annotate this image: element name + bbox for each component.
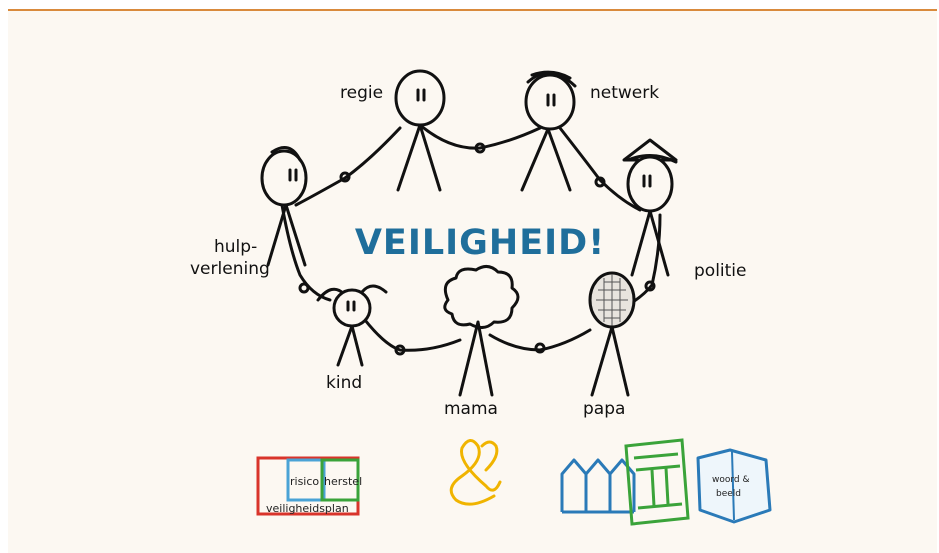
heart-ampersand-icon bbox=[449, 439, 502, 506]
plan-herstel-text: herstel bbox=[324, 475, 362, 488]
document-icon bbox=[624, 438, 690, 526]
plan-veiligheidsplan-text: veiligheidsplan bbox=[266, 502, 349, 515]
label-politie: politie bbox=[694, 261, 747, 281]
book-text-line1: woord & bbox=[712, 475, 750, 485]
figure-netwerk bbox=[520, 70, 577, 192]
label-hulp-line1: hulp- bbox=[214, 237, 257, 257]
figure-kind bbox=[316, 284, 388, 367]
veiligheidsplan-icon: risico herstel veiligheidsplan bbox=[256, 456, 362, 516]
figure-papa bbox=[588, 271, 636, 397]
plan-risico-text: risico bbox=[290, 475, 319, 488]
figure-mama bbox=[443, 265, 520, 397]
label-hulp-line2: verlening bbox=[190, 259, 270, 279]
label-papa: papa bbox=[583, 399, 625, 419]
houses-icon bbox=[560, 458, 636, 514]
book-text-line2: beeld bbox=[716, 489, 741, 499]
woord-beeld-book-icon: woord & beeld bbox=[696, 448, 772, 524]
hand-knots bbox=[298, 142, 656, 356]
label-regie: regie bbox=[340, 83, 383, 103]
label-mama: mama bbox=[444, 399, 498, 419]
figure-hulpverlening bbox=[260, 146, 308, 267]
figure-politie bbox=[622, 138, 678, 277]
label-kind: kind bbox=[326, 373, 362, 393]
holding-hands-arms bbox=[280, 123, 662, 352]
figure-regie bbox=[394, 69, 446, 192]
title-text: VEILIGHEID! bbox=[355, 223, 605, 263]
label-netwerk: netwerk bbox=[590, 83, 659, 103]
